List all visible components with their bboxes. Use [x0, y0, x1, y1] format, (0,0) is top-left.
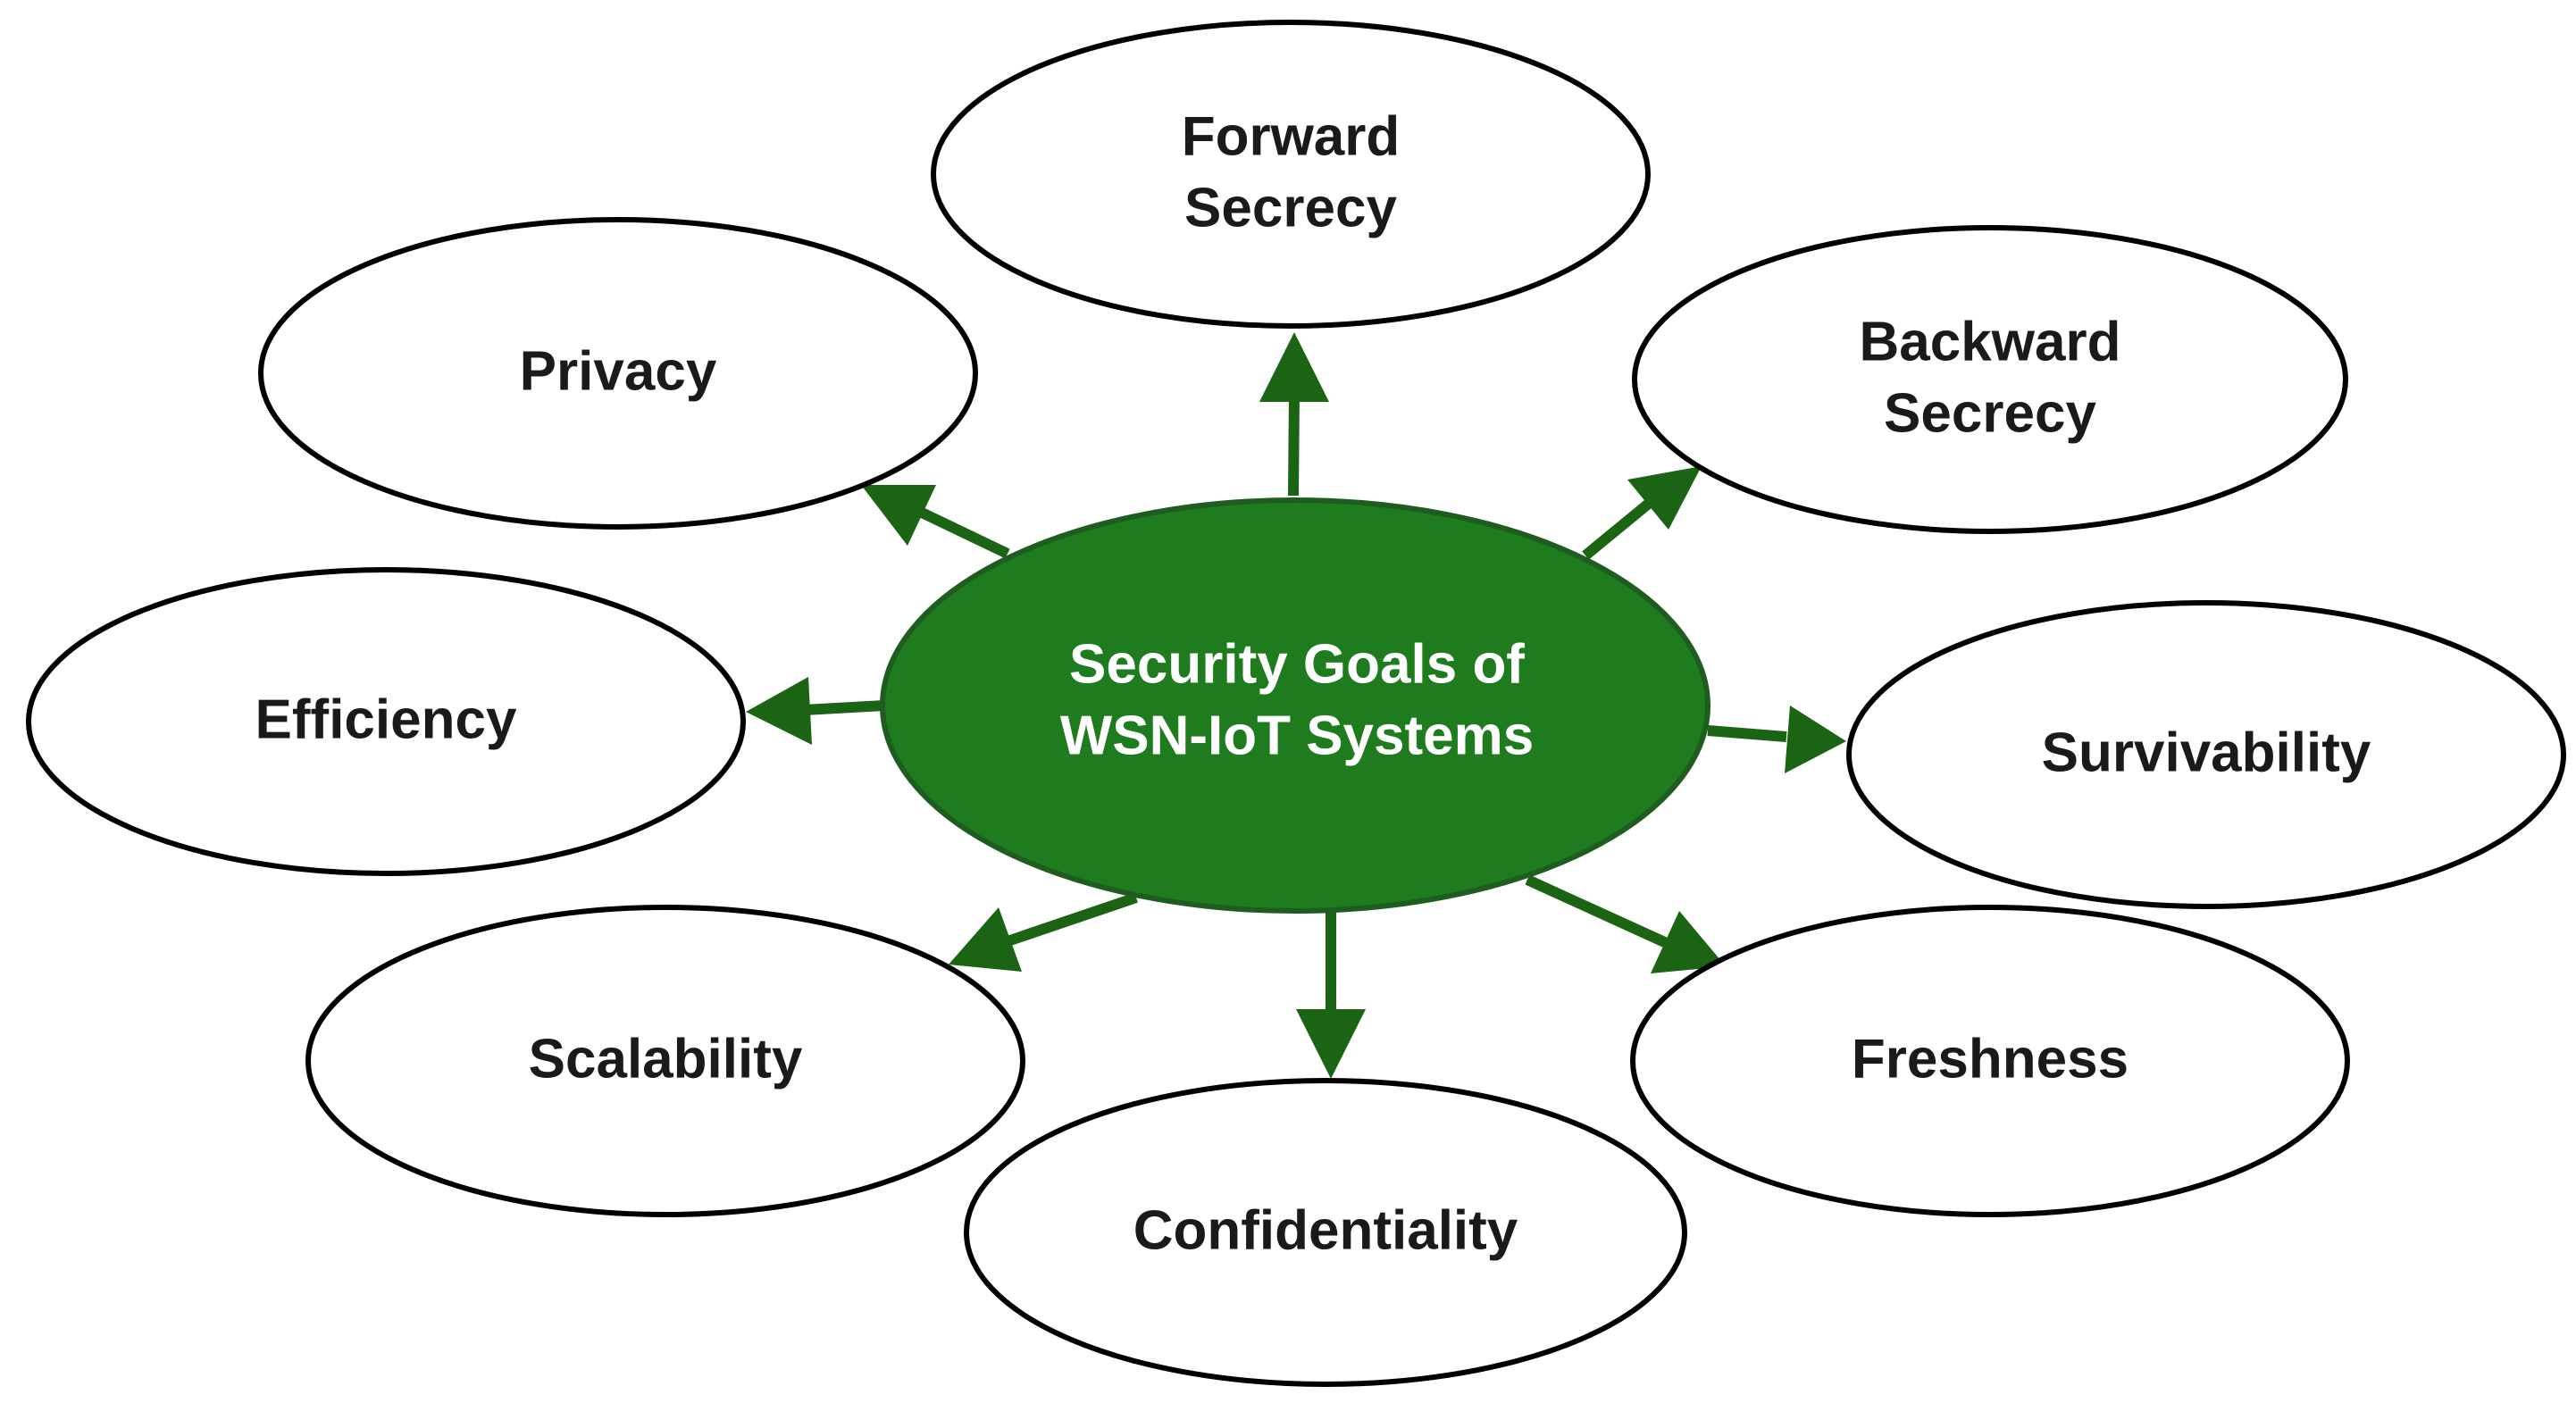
goal-efficiency: Efficiency [26, 567, 746, 876]
arrowhead-privacy [861, 485, 936, 546]
efficiency-ellipse [26, 567, 746, 876]
backward-secrecy-label-line2: Secrecy [1884, 382, 2096, 444]
arrowhead-freshness [1651, 911, 1726, 973]
arrows-group [746, 332, 1846, 1079]
goal-survivability: Survivability [1846, 600, 2566, 909]
arrow-to-survivability [1707, 725, 1787, 742]
forward-secrecy-ellipse [931, 20, 1651, 329]
freshness-ellipse [1630, 905, 2350, 1217]
center-title-line1: Security Goals of [1069, 633, 1525, 695]
efficiency-label: Efficiency [255, 689, 517, 750]
goal-confidentiality: Confidentiality [964, 1078, 1687, 1387]
goal-scalability: Scalability [305, 905, 1025, 1217]
arrow-to-backward-secrecy [1582, 497, 1654, 560]
goal-privacy: Privacy [258, 217, 978, 530]
survivability-label: Survivability [2042, 722, 2371, 783]
arrowhead-confidentiality [1296, 1009, 1366, 1079]
arrow-to-efficiency [803, 700, 885, 715]
arrowhead-efficiency [746, 677, 812, 745]
arrow-to-freshness [1525, 874, 1671, 949]
privacy-ellipse [258, 217, 978, 530]
freshness-label: Freshness [1852, 1028, 2129, 1090]
center-node: Security Goals of WSN-IoT Systems [880, 497, 1710, 914]
confidentiality-label: Confidentiality [1133, 1199, 1518, 1261]
backward-secrecy-label-line1: Backward [1860, 311, 2121, 372]
goal-freshness: Freshness [1630, 905, 2350, 1217]
scalability-label: Scalability [529, 1028, 803, 1090]
arrowhead-forward-secrecy [1259, 332, 1329, 402]
survivability-ellipse [1846, 600, 2566, 909]
forward-secrecy-label-line2: Secrecy [1184, 177, 1397, 238]
arrowhead-scalability [949, 907, 1022, 972]
arrow-to-forward-secrecy [1288, 392, 1300, 497]
arrow-to-privacy [917, 506, 1010, 559]
goal-backward-secrecy: Backward Secrecy [1632, 225, 2348, 534]
goal-forward-secrecy: Forward Secrecy [931, 20, 1651, 329]
arrowhead-survivability [1785, 706, 1846, 773]
arrow-to-scalability [1006, 892, 1138, 947]
confidentiality-ellipse [964, 1078, 1687, 1387]
backward-secrecy-ellipse [1632, 225, 2348, 534]
center-title-line2: WSN-IoT Systems [1060, 705, 1535, 766]
arrowhead-backward-secrecy [1627, 466, 1702, 530]
scalability-ellipse [305, 905, 1025, 1217]
forward-secrecy-label-line1: Forward [1182, 105, 1401, 167]
center-ellipse [880, 497, 1710, 914]
privacy-label: Privacy [520, 340, 717, 402]
